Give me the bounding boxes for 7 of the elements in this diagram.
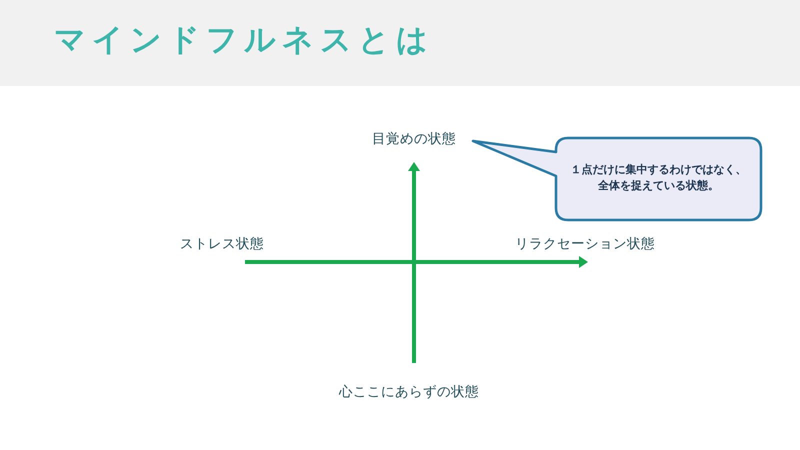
slide-title: マインドフルネスとは xyxy=(54,22,434,60)
callout-text: １点だけに集中するわけではなく、全体を捉えている状態。 xyxy=(570,162,748,194)
axis-label: 心ここにあらずの状態 xyxy=(339,384,479,400)
speech-bubble xyxy=(470,136,763,222)
axis-label: リラクセーション状態 xyxy=(515,236,655,252)
axis-label: 目覚めの状態 xyxy=(372,131,456,148)
axis-label: ストレス状態 xyxy=(180,236,264,252)
